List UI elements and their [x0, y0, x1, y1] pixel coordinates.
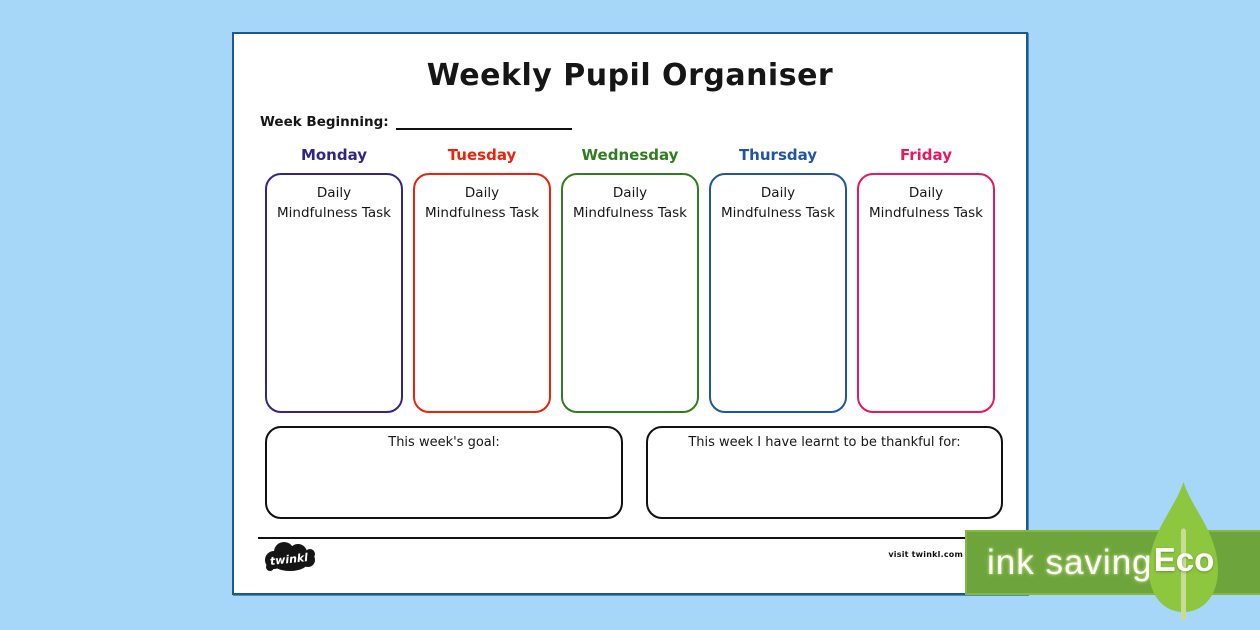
- day-header-tuesday: Tuesday: [447, 146, 517, 164]
- day-header-monday: Monday: [300, 146, 368, 164]
- day-column-friday: Friday Daily Mindfulness Task: [857, 146, 995, 413]
- thankful-label: This week I have learnt to be thankful f…: [688, 435, 961, 450]
- week-beginning-write-line: [395, 114, 572, 130]
- summary-boxes-row: This week's goal: This week I have learn…: [265, 426, 1003, 519]
- page-title: Weekly Pupil Organiser: [426, 58, 834, 93]
- task-label: Daily Mindfulness Task: [425, 185, 539, 221]
- task-label: Daily Mindfulness Task: [721, 185, 835, 221]
- day-task-box-tuesday: Daily Mindfulness Task: [413, 173, 551, 413]
- task-label: Daily Mindfulness Task: [573, 185, 687, 221]
- task-label: Daily Mindfulness Task: [869, 185, 983, 221]
- day-column-thursday: Thursday Daily Mindfulness Task: [709, 146, 847, 413]
- day-task-box-wednesday: Daily Mindfulness Task: [561, 173, 699, 413]
- task-label: Daily Mindfulness Task: [277, 185, 391, 221]
- day-column-wednesday: Wednesday Daily Mindfulness Task: [561, 146, 699, 413]
- visit-twinkl-text: visit twinkl.com: [888, 550, 963, 559]
- eco-leaf-icon: [1149, 482, 1218, 621]
- weekly-goal-box: This week's goal:: [265, 426, 623, 519]
- weekly-goal-label: This week's goal:: [388, 435, 500, 450]
- day-column-monday: Monday Daily Mindfulness Task: [265, 146, 403, 413]
- worksheet-page: Weekly Pupil Organiser Week Beginning: M…: [232, 32, 1028, 595]
- day-task-box-friday: Daily Mindfulness Task: [857, 173, 995, 413]
- day-task-box-monday: Daily Mindfulness Task: [265, 173, 403, 413]
- eco-label: Eco: [1153, 541, 1215, 578]
- day-column-tuesday: Tuesday Daily Mindfulness Task: [413, 146, 551, 413]
- day-task-box-thursday: Daily Mindfulness Task: [709, 173, 847, 413]
- week-beginning-label: Week Beginning:: [260, 114, 389, 130]
- twinkl-logo: twinkl: [265, 542, 315, 571]
- week-beginning-row: Week Beginning:: [260, 114, 572, 130]
- day-header-wednesday: Wednesday: [581, 146, 679, 164]
- ink-saving-label: ink saving: [987, 543, 1153, 582]
- thankful-box: This week I have learnt to be thankful f…: [646, 426, 1003, 519]
- day-header-friday: Friday: [899, 146, 952, 164]
- twinkl-logo-text: twinkl: [269, 551, 308, 568]
- day-columns: Monday Daily Mindfulness Task Tuesday Da…: [265, 146, 995, 413]
- day-header-thursday: Thursday: [738, 146, 818, 164]
- footer-divider: [258, 537, 968, 539]
